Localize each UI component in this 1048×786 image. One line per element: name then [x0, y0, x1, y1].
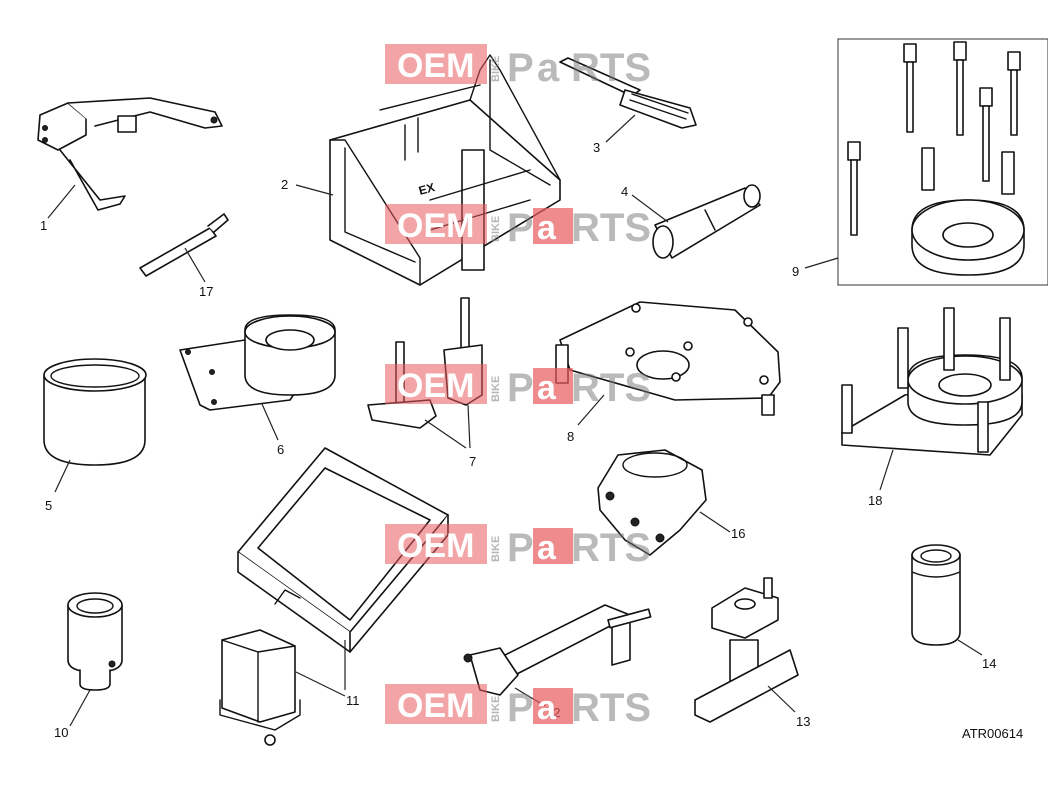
- part-9-bolt-kit: [837, 38, 1048, 286]
- part-17-base-plate: [841, 307, 1023, 456]
- part-16-socket-nut: [597, 449, 707, 556]
- part-8-plate-studs: [555, 301, 781, 416]
- svg-text:OEM: OEM: [397, 687, 474, 725]
- svg-text:a: a: [537, 209, 557, 247]
- callout-1: 1: [40, 218, 47, 233]
- callout-13: 13: [796, 714, 810, 729]
- callout-11: 11: [346, 693, 360, 708]
- callout-16: 16: [731, 526, 745, 541]
- part-14-sleeve: [911, 544, 961, 646]
- part-13-t-holder: [694, 577, 799, 723]
- part-1-lever-tool: [37, 97, 223, 211]
- callout-2: 2: [281, 177, 288, 192]
- callout-4: 4: [621, 184, 628, 199]
- svg-text:RTS: RTS: [571, 366, 651, 410]
- part-10-socket-adaptor: [67, 592, 123, 691]
- svg-text:OEM: OEM: [397, 527, 474, 565]
- callout-17: 18: [868, 493, 882, 508]
- callout-10: 10: [54, 725, 68, 740]
- callout-6: 6: [277, 442, 284, 457]
- svg-text:RTS: RTS: [571, 686, 651, 730]
- watermark-logo: OEM BIKE P a RTS OEM BIKE P a RTS OEM BI…: [385, 44, 651, 730]
- svg-text:BIKE: BIKE: [490, 376, 502, 402]
- svg-text:P: P: [507, 686, 534, 730]
- svg-text:a: a: [537, 689, 557, 727]
- part-7-pin-pair: [367, 297, 483, 429]
- svg-text:OEM: OEM: [397, 47, 474, 85]
- svg-text:P: P: [507, 206, 534, 250]
- svg-text:OEM: OEM: [397, 367, 474, 405]
- part-11-plate-clamp: [219, 447, 449, 746]
- part-4-socket-tube: [652, 184, 761, 259]
- svg-text:BIKE: BIKE: [490, 696, 502, 722]
- svg-text:P: P: [507, 366, 534, 410]
- svg-text:RTS: RTS: [571, 206, 651, 250]
- part-18-pin: [139, 213, 229, 277]
- part-6-bracket-hub: [179, 314, 336, 411]
- callout-5: 5: [45, 498, 52, 513]
- svg-text:OEM: OEM: [397, 207, 474, 245]
- diagram-code: ATR00614: [962, 726, 1023, 741]
- svg-text:RTS: RTS: [571, 46, 651, 90]
- svg-text:a: a: [537, 46, 560, 90]
- svg-text:BIKE: BIKE: [490, 536, 502, 562]
- svg-text:P: P: [507, 526, 534, 570]
- svg-text:RTS: RTS: [571, 526, 651, 570]
- svg-text:BIKE: BIKE: [490, 56, 502, 82]
- callout-18: 17: [199, 284, 213, 299]
- callout-9: 9: [792, 264, 799, 279]
- callout-7: 7: [469, 454, 476, 469]
- svg-text:P: P: [507, 46, 534, 90]
- svg-text:a: a: [537, 529, 557, 567]
- part-5-cylinder: [43, 358, 147, 466]
- callout-14: 14: [982, 656, 996, 671]
- svg-text:EX: EX: [417, 180, 436, 198]
- callout-3: 3: [593, 140, 600, 155]
- svg-text:BIKE: BIKE: [490, 216, 502, 242]
- part-12-lever-arm: [463, 604, 652, 696]
- svg-text:a: a: [537, 369, 557, 407]
- part-3-handle-tool: [559, 57, 697, 129]
- callout-8: 8: [567, 429, 574, 444]
